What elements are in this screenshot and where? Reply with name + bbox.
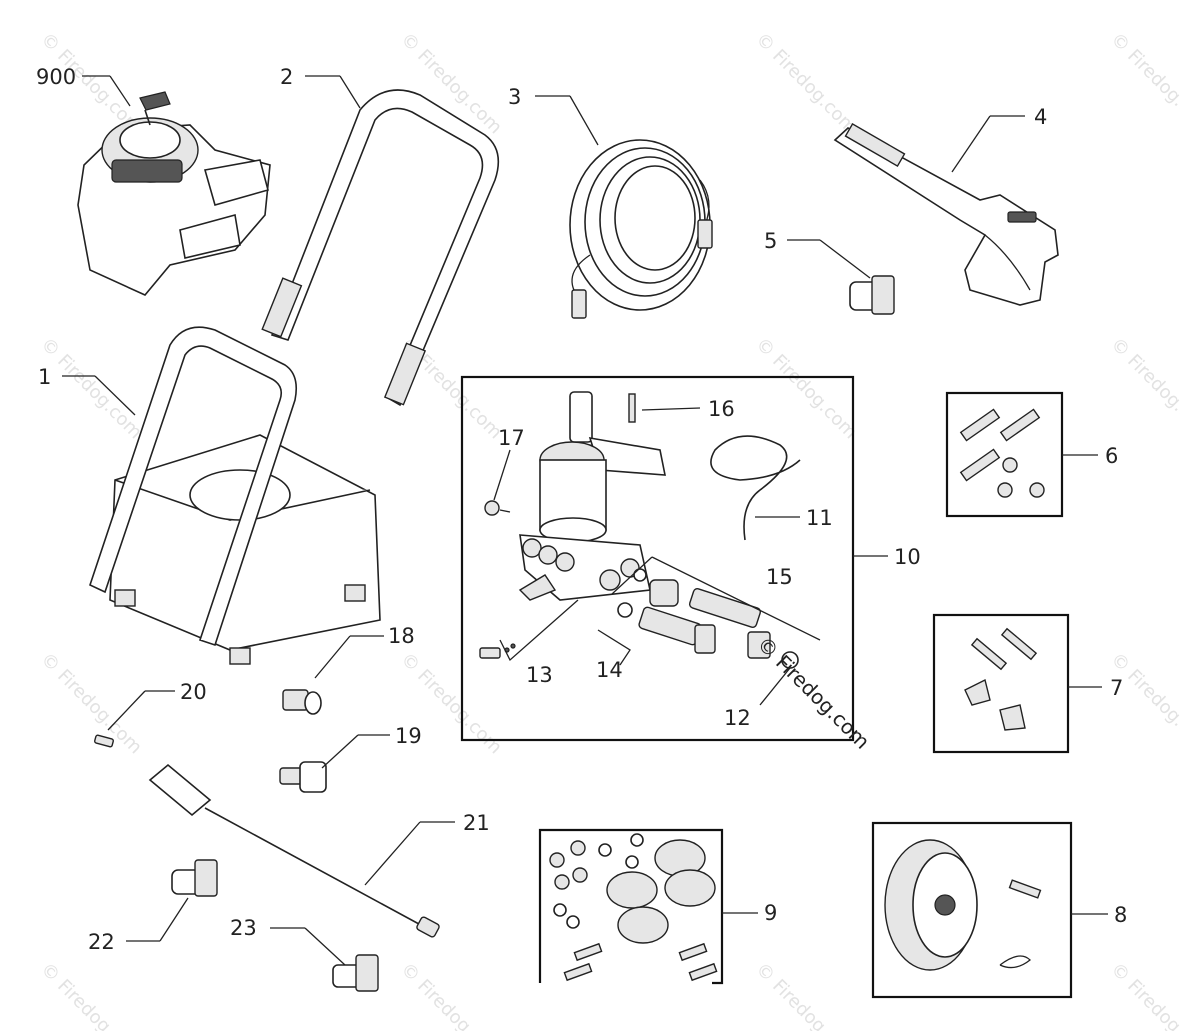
leader-line	[321, 734, 359, 769]
callout-23: 23	[230, 916, 257, 940]
bolts-part-7	[964, 627, 1038, 731]
callout-5: 5	[764, 229, 777, 253]
callout-12: 12	[724, 706, 751, 730]
fitting-part-15	[633, 568, 771, 659]
wheel-kit-box	[871, 821, 1073, 999]
lance-part	[148, 763, 440, 938]
valve-part	[484, 500, 500, 516]
leader-line	[951, 115, 991, 173]
handle-part	[261, 89, 500, 407]
callout-13: 13	[526, 663, 553, 687]
adapter-part-23	[332, 954, 379, 992]
watermark: © Firedog.com	[751, 959, 861, 1031]
pin-part	[628, 393, 636, 423]
leader-line	[569, 95, 599, 146]
leader-line	[109, 75, 131, 107]
callout-15: 15	[766, 565, 793, 589]
watermark: © Firedog.com	[1106, 29, 1180, 139]
leader-line	[499, 509, 511, 513]
washers-part-9	[549, 833, 718, 982]
callout-21: 21	[463, 811, 490, 835]
leader-line	[304, 927, 346, 966]
watermark: © Firedog.com	[1106, 959, 1180, 1031]
callout-6: 6	[1105, 444, 1118, 468]
quick-connect-part-18	[282, 689, 322, 715]
leader-line	[499, 599, 579, 662]
hardware-kit-box-9	[538, 828, 724, 985]
callout-4: 4	[1034, 105, 1047, 129]
leader-line	[364, 821, 421, 886]
callout-9: 9	[764, 901, 777, 925]
leader-line	[314, 635, 351, 679]
callout-10: 10	[894, 545, 921, 569]
callout-11: 11	[806, 506, 833, 530]
callout-2: 2	[280, 65, 293, 89]
leader-line	[94, 375, 136, 416]
adapter-part	[849, 275, 895, 315]
hose-part	[569, 139, 713, 319]
injector-part	[479, 643, 516, 659]
leader-line	[819, 239, 871, 279]
callout-1: 1	[38, 365, 51, 389]
adapter-part-22	[171, 859, 218, 897]
spray-gun-part	[833, 122, 1059, 306]
watermark: © Firedog.com	[1106, 649, 1180, 759]
watermark: © Firedog.com	[396, 959, 506, 1031]
watermark: © Firedog.com	[751, 334, 861, 444]
wheel-part	[884, 839, 1042, 971]
callout-16: 16	[708, 397, 735, 421]
fitting-part-14	[617, 602, 716, 654]
leader-line	[597, 629, 631, 666]
watermark: © Firedog.com	[36, 649, 146, 759]
callout-900: 900	[36, 65, 76, 89]
pump-part	[518, 391, 666, 601]
callout-22: 22	[88, 930, 115, 954]
quick-connect-part-19	[279, 761, 327, 793]
leader-line	[107, 690, 146, 731]
bolts-part-6	[959, 408, 1045, 498]
frame-part	[89, 326, 381, 665]
leader-line	[339, 75, 361, 109]
leader-line	[611, 556, 821, 641]
callout-3: 3	[508, 85, 521, 109]
watermark: © Firedog.com	[751, 29, 861, 139]
engine-part	[77, 91, 271, 296]
leader-line	[759, 667, 791, 706]
callout-19: 19	[395, 724, 422, 748]
callout-17: 17	[498, 426, 525, 450]
callout-8: 8	[1114, 903, 1127, 927]
pump-kit-box	[460, 375, 855, 742]
leader-line	[641, 407, 701, 411]
callout-20: 20	[180, 680, 207, 704]
hardware-kit-box-7	[932, 613, 1070, 754]
nozzle-part	[94, 734, 114, 748]
watermark: © Firedog.com	[36, 334, 146, 444]
leader-line	[159, 897, 189, 942]
callout-7: 7	[1110, 676, 1123, 700]
watermark: © Firedog.com	[1106, 334, 1180, 444]
leader-line	[493, 449, 511, 501]
watermark: © Firedog.com	[36, 959, 146, 1031]
callout-18: 18	[388, 624, 415, 648]
callout-14: 14	[596, 658, 623, 682]
tube-part	[710, 435, 801, 541]
